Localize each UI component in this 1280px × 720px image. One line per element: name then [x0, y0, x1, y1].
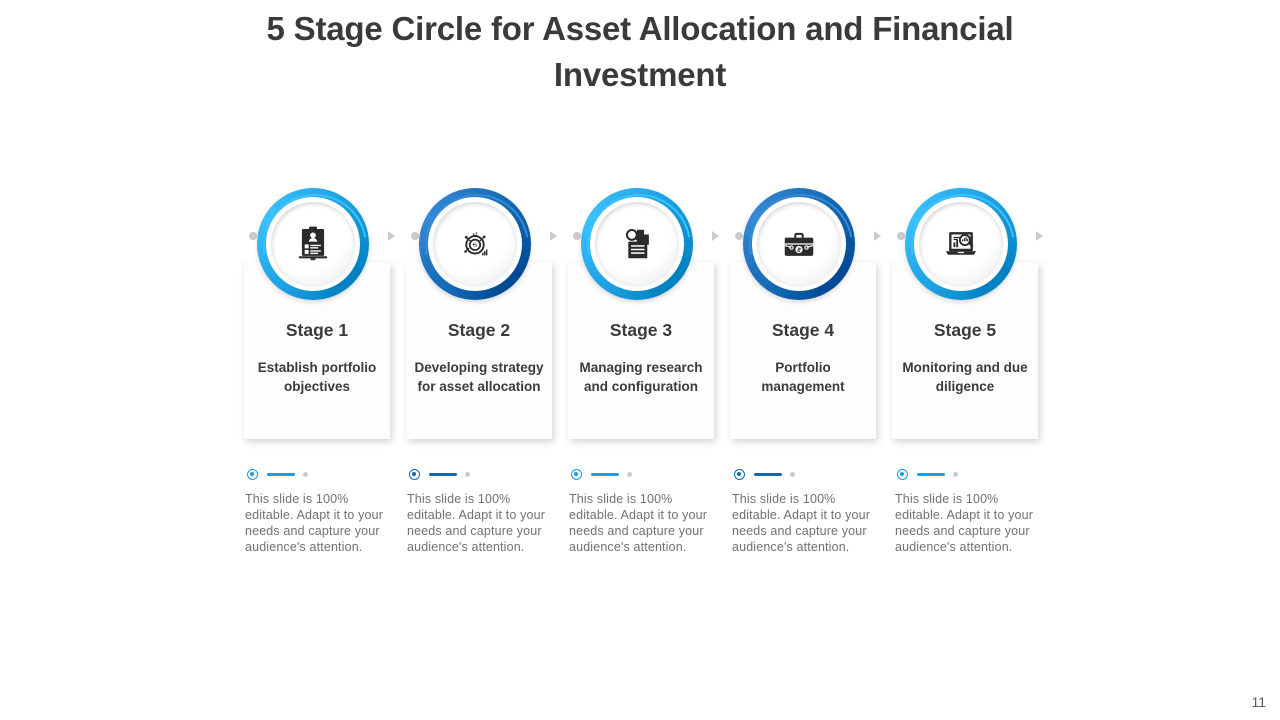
clipboard-person-icon [298, 226, 328, 261]
stage-label-2: Stage 2 [447, 320, 511, 340]
page-title: 5 Stage Circle for Asset Allocation and … [266, 10, 1014, 93]
connector-arrow-icon [550, 231, 557, 241]
note-text-4: This slide is 100% editable. Adapt it to… [732, 492, 871, 554]
bullet-bar-icon [591, 473, 619, 476]
note-marker-2 [407, 468, 557, 482]
stage-item-1[interactable]: Stage 1 Establish portfolio objectives [240, 170, 401, 450]
note-item-4: This slide is 100% editable. Adapt it to… [732, 468, 882, 555]
bullet-dot-icon [953, 472, 958, 477]
bullet-bar-icon [754, 473, 782, 476]
bullet-dot-icon [303, 472, 308, 477]
stage-circle-3[interactable] [566, 173, 712, 319]
note-text-2: This slide is 100% editable. Adapt it to… [407, 492, 546, 554]
stage-label-4: Stage 4 [771, 320, 835, 340]
note-marker-3 [569, 468, 719, 482]
bullet-bar-icon [267, 473, 295, 476]
stage-card-content-1: Stage 1 Establish portfolio objectives [244, 320, 390, 396]
connector-arrow-icon [1036, 231, 1043, 241]
connector-dot-icon [249, 232, 257, 240]
stage-description-5: Monitoring and due diligence [902, 360, 1028, 394]
stages-row: Stage 1 Establish portfolio objectives [240, 170, 1045, 450]
bullet-dot-icon [465, 472, 470, 477]
stage-item-3[interactable]: Stage 3 Managing research and configurat… [564, 170, 725, 450]
stage-card-content-3: Stage 3 Managing research and configurat… [568, 320, 714, 396]
bullet-dot-icon [790, 472, 795, 477]
note-text-3: This slide is 100% editable. Adapt it to… [569, 492, 708, 554]
stage-circle-1[interactable] [242, 173, 388, 319]
stage-card-content-2: Stage 2 Developing strategy for asset al… [406, 320, 552, 396]
note-item-2: This slide is 100% editable. Adapt it to… [407, 468, 557, 555]
connector-left-5 [897, 231, 919, 241]
note-text-5: This slide is 100% editable. Adapt it to… [895, 492, 1034, 554]
laptop-chart-magnifier-icon [945, 232, 977, 255]
note-marker-4 [732, 468, 882, 482]
stage-card-1[interactable]: Stage 1 Establish portfolio objectives [244, 262, 390, 439]
stage-circle-4[interactable] [728, 173, 874, 319]
page-number: 11 [1251, 694, 1266, 710]
note-marker-1 [245, 468, 395, 482]
note-item-5: This slide is 100% editable. Adapt it to… [895, 468, 1045, 555]
connector-right-4 [857, 231, 881, 241]
notes-row: This slide is 100% editable. Adapt it to… [240, 468, 1045, 588]
stage-icon-disc-3 [595, 202, 679, 286]
note-marker-5 [895, 468, 1045, 482]
target-dollar-icon [464, 232, 488, 256]
stage-item-2[interactable]: Stage 2 Developing strategy for asset al… [402, 170, 563, 450]
stage-label-3: Stage 3 [609, 320, 673, 340]
bullet-dot-icon [627, 472, 632, 477]
connector-left-2 [411, 231, 433, 241]
stage-circle-5[interactable] [890, 173, 1036, 319]
connector-arrow-icon [712, 231, 719, 241]
connector-right-3 [695, 231, 719, 241]
bullet-ring-icon [409, 469, 420, 480]
stage-icon-disc-5 [919, 202, 1003, 286]
stage-description-4: Portfolio management [761, 360, 845, 394]
connector-dot-icon [411, 232, 419, 240]
stage-item-4[interactable]: Stage 4 Portfolio management [726, 170, 887, 450]
magnifier-document-icon [625, 228, 649, 259]
stage-circle-2[interactable] [404, 173, 550, 319]
note-text-1: This slide is 100% editable. Adapt it to… [245, 492, 384, 554]
bullet-bar-icon [917, 473, 945, 476]
connector-arrow-icon [388, 231, 395, 241]
stage-description-2: Developing strategy for asset allocation [414, 360, 544, 394]
connector-left-1 [249, 231, 271, 241]
bullet-ring-icon [571, 469, 582, 480]
note-item-1: This slide is 100% editable. Adapt it to… [245, 468, 395, 555]
bullet-ring-icon [734, 469, 745, 480]
connector-dot-icon [897, 232, 905, 240]
connector-arrow-icon [874, 231, 881, 241]
connector-left-4 [735, 231, 757, 241]
stage-icon-disc-2 [433, 202, 517, 286]
bullet-ring-icon [897, 469, 908, 480]
stage-icon-disc-1 [271, 202, 355, 286]
connector-right-5 [1019, 231, 1043, 241]
connector-left-3 [573, 231, 595, 241]
briefcase-dollar-icon [784, 232, 814, 256]
stage-item-5[interactable]: Stage 5 Monitoring and due diligence [888, 170, 1049, 450]
bullet-bar-icon [429, 473, 457, 476]
bullet-ring-icon [247, 469, 258, 480]
note-item-3: This slide is 100% editable. Adapt it to… [569, 468, 719, 555]
stage-label-5: Stage 5 [933, 320, 997, 340]
connector-right-1 [371, 231, 395, 241]
stage-card-content-4: Stage 4 Portfolio management [730, 320, 876, 396]
stage-card-4[interactable]: Stage 4 Portfolio management [730, 262, 876, 439]
stage-label-1: Stage 1 [285, 320, 349, 340]
stage-icon-disc-4 [757, 202, 841, 286]
stage-description-1: Establish portfolio objectives [257, 360, 377, 394]
connector-dot-icon [735, 232, 743, 240]
connector-dot-icon [573, 232, 581, 240]
connector-right-2 [533, 231, 557, 241]
stage-description-3: Managing research and configuration [579, 360, 703, 394]
stage-card-content-5: Stage 5 Monitoring and due diligence [892, 320, 1038, 396]
